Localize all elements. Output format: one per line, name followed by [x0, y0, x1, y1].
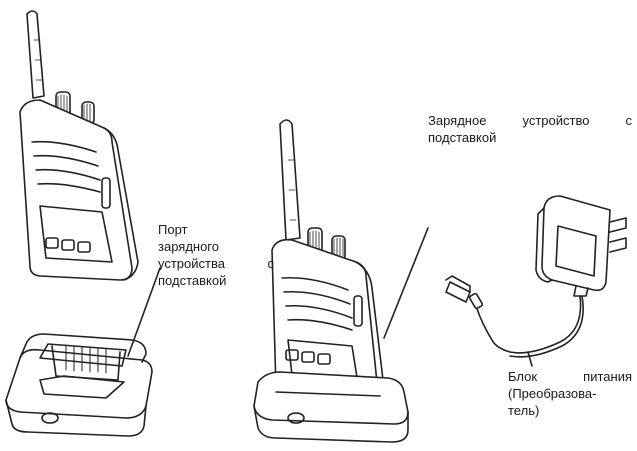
- label-power-line1: Блок питания: [508, 368, 632, 385]
- power-adapter-icon: [535, 195, 627, 297]
- label-charger-word1: Зарядное: [428, 113, 487, 128]
- label-port-word-s: с: [267, 256, 275, 271]
- label-charger-word3: с: [625, 113, 632, 128]
- radio-docked-icon: [271, 119, 385, 405]
- label-charger: Зарядное устройство с подставкой: [428, 112, 632, 146]
- radio-left-icon: [19, 10, 139, 281]
- label-power-line3: тель): [508, 403, 540, 418]
- label-power-word1: Блок: [508, 369, 538, 384]
- label-port-line1: Порт: [158, 222, 188, 237]
- label-port-line2: зарядного: [158, 239, 219, 254]
- label-power-line2: (Преобразова-: [508, 386, 597, 401]
- label-port-line4: подставкой: [158, 273, 227, 288]
- charger-leader-line: [383, 227, 429, 339]
- label-charger-word2: устройство: [522, 113, 590, 128]
- label-charger-line2: подставкой: [428, 130, 497, 145]
- port-leader-line: [127, 267, 161, 357]
- label-port-line3: устройства с: [158, 255, 274, 272]
- charging-cradle-icon: [5, 333, 153, 437]
- power-leader-line: [527, 351, 533, 367]
- label-power-word2: питания: [583, 369, 632, 384]
- usb-cable-icon: [445, 275, 584, 358]
- label-port: Порт зарядного устройства с подставкой: [158, 221, 274, 289]
- charging-cradle-docked-icon: [253, 371, 409, 443]
- label-power: Блок питания (Преобразова- тель): [508, 368, 632, 419]
- label-charger-line1: Зарядное устройство с: [428, 112, 632, 129]
- label-port-word-ustroystva: устройства: [158, 256, 225, 271]
